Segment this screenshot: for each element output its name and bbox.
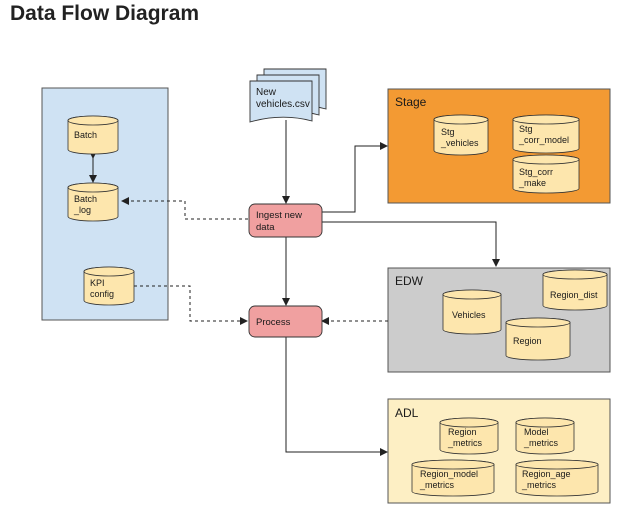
ingest-label-line1: Ingest new [256,210,302,221]
adl-table-region-metrics-label-line1: Region [448,427,477,437]
batch-table-label-line1: Batch [74,130,97,140]
edw-table-vehicles: Vehicles [442,289,502,335]
stage-table-stg-corr-model: Stg_corr_model [512,114,580,154]
stage-table-stg-corr-make: Stg_corr_make [512,154,580,194]
tables-layer: BatchBatch_logKPIconfigStg_vehiclesStg_c… [67,114,608,497]
stage-label: Stage [395,95,427,109]
edw-table-vehicles-label-line1: Vehicles [452,310,486,320]
ingest-edw-link [315,218,500,267]
stage-table-stg-corr-model-label-line1: Stg [519,124,533,134]
batch-table: Batch [67,115,119,155]
adl-table-region-model-metrics-label-line1: Region_model [420,469,478,479]
stage-table-stg-vehicles-label-line1: Stg [441,127,455,137]
ingest-to-batch-log-arrow [121,197,248,220]
edw-table-region-dist: Region_dist [542,269,608,311]
stage-table-stg-vehicles: Stg_vehicles [433,114,489,156]
batch-log-table: Batch_log [67,182,119,222]
edw-table-region: Region [505,317,571,361]
process-step: Process [248,305,323,338]
adl-table-model-metrics-label-line1: Model [524,427,549,437]
stage-table-stg-corr-make-label-line2: _make [518,178,546,188]
stage-table-stg-vehicles-label-line2: _vehicles [440,138,479,148]
ingest-label-line2: data [256,222,275,233]
process-to-adl-arrow [285,337,388,456]
ingest-to-stage-arrow [320,142,388,213]
adl-table-region-metrics: Region_metrics [439,417,499,455]
kpi-to-process-arrow [134,285,248,325]
adl-table-region-metrics-label-line2: _metrics [447,438,483,448]
edw-label: EDW [395,274,424,288]
edw-table-region-label-line1: Region [513,336,542,346]
file-name-line2: vehicles.csv [256,99,310,110]
stage-table-stg-corr-model-label-line2: _corr_model [518,135,569,145]
stage-table-stg-corr-make-label-line1: Stg_corr [519,167,553,177]
page-title: Data Flow Diagram [10,2,200,25]
kpi-config-table-label-line1: KPI [90,278,105,288]
adl-table-region-age-metrics-label-line2: _metrics [521,480,557,490]
batch-log-table-label-line2: _log [73,205,91,215]
process-label: Process [256,317,291,328]
adl-table-model-metrics-label-line2: _metrics [523,438,559,448]
batch-log-table-label-line1: Batch [74,194,97,204]
file-name-line1: New [256,87,277,98]
connectors [89,120,500,456]
adl-table-region-age-metrics-label-line1: Region_age [522,469,571,479]
adl-label: ADL [395,406,419,420]
adl-table-region-model-metrics: Region_model_metrics [411,459,495,497]
adl-table-region-age-metrics: Region_age_metrics [515,459,599,497]
adl-table-model-metrics: Model_metrics [515,417,575,455]
kpi-config-table-label-line2: config [90,289,114,299]
vehicles-csv-file: New vehicles.csv [249,68,327,123]
adl-table-region-model-metrics-label-line2: _metrics [419,480,455,490]
edw-table-region-dist-label-line1: Region_dist [550,290,598,300]
ingest-process: Ingest new data [248,203,323,238]
